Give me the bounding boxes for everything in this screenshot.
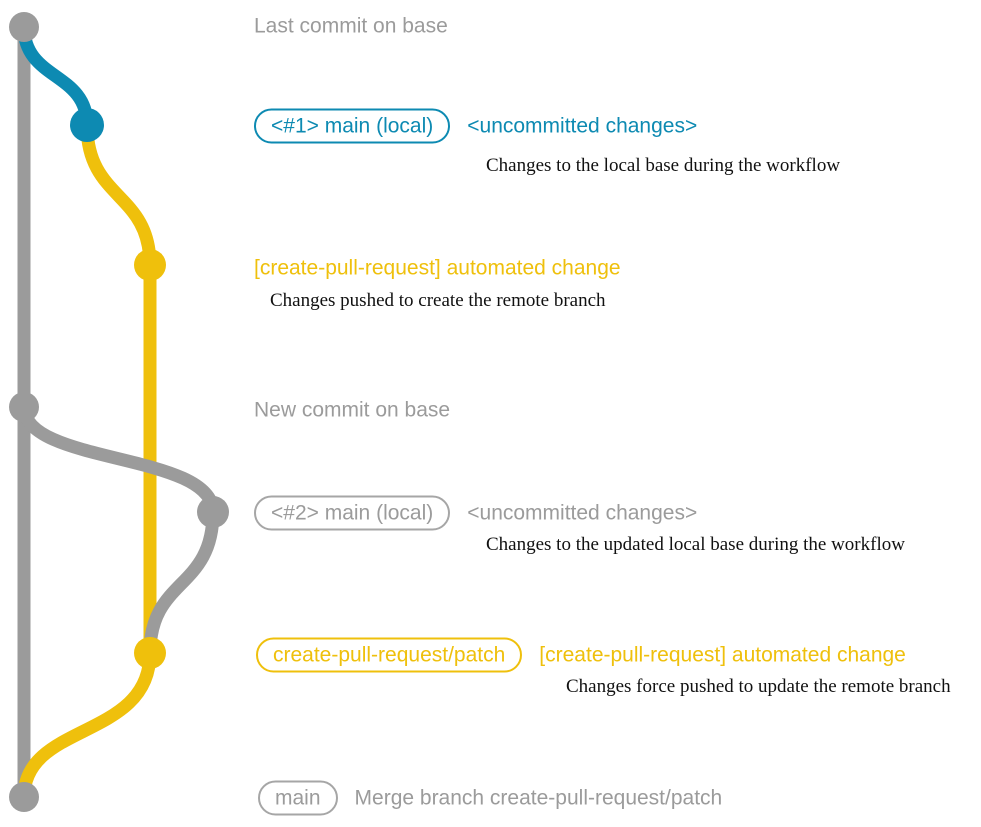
commit-node-automated-change-2[interactable]	[134, 637, 166, 669]
edge-local2-to-patch2	[143, 505, 220, 660]
edge-local1-to-patch1	[80, 118, 157, 272]
branch-badge-patch[interactable]: create-pull-request/patch	[256, 637, 523, 673]
commit-description-local-uncommitted-2: Changes to the updated local base during…	[486, 534, 905, 555]
commit-description-local-uncommitted-1: Changes to the local base during the wor…	[486, 155, 841, 176]
edge-base-to-local2	[17, 400, 220, 519]
commit-row-last-commit-on-base: Last commit on base	[254, 16, 448, 37]
commit-row-new-commit-on-base: New commit on base	[254, 400, 450, 421]
commit-subject: [create-pull-request] automated change	[254, 256, 621, 280]
commit-subject: Last commit on base	[254, 14, 448, 38]
edge-patch2-to-merge	[17, 646, 157, 804]
commit-node-automated-change-1[interactable]	[134, 249, 166, 281]
commit-row-local-uncommitted-1: <#1> main (local) <uncommitted changes>	[254, 108, 698, 144]
commit-row-automated-change-1: [create-pull-request] automated change	[254, 258, 621, 279]
branch-badge-local-1[interactable]: <#1> main (local)	[254, 108, 451, 144]
commit-row-automated-change-2: create-pull-request/patch [create-pull-r…	[256, 637, 906, 673]
commit-node-local-uncommitted-2[interactable]	[197, 496, 229, 528]
commit-subject: [create-pull-request] automated change	[539, 643, 906, 667]
commit-subject: <uncommitted changes>	[467, 114, 698, 138]
commit-node-last-commit-on-base[interactable]	[9, 12, 39, 42]
commit-row-local-uncommitted-2: <#2> main (local) <uncommitted changes>	[254, 495, 698, 531]
commit-node-new-commit-on-base[interactable]	[9, 392, 39, 422]
commit-description-automated-change-2: Changes force pushed to update the remot…	[566, 676, 951, 697]
edge-base-to-local1	[17, 20, 94, 132]
commit-subject: Merge branch create-pull-request/patch	[354, 786, 723, 810]
branch-badge-local-2[interactable]: <#2> main (local)	[254, 495, 451, 531]
commit-description-automated-change-1: Changes pushed to create the remote bran…	[270, 290, 606, 311]
branch-badge-main[interactable]: main	[258, 780, 338, 816]
commit-row-merge-commit: main Merge branch create-pull-request/pa…	[258, 780, 723, 816]
commit-subject: <uncommitted changes>	[467, 501, 698, 525]
commit-subject: New commit on base	[254, 398, 451, 422]
commit-node-merge-commit[interactable]	[9, 782, 39, 812]
commit-node-local-uncommitted-1[interactable]	[70, 108, 104, 142]
